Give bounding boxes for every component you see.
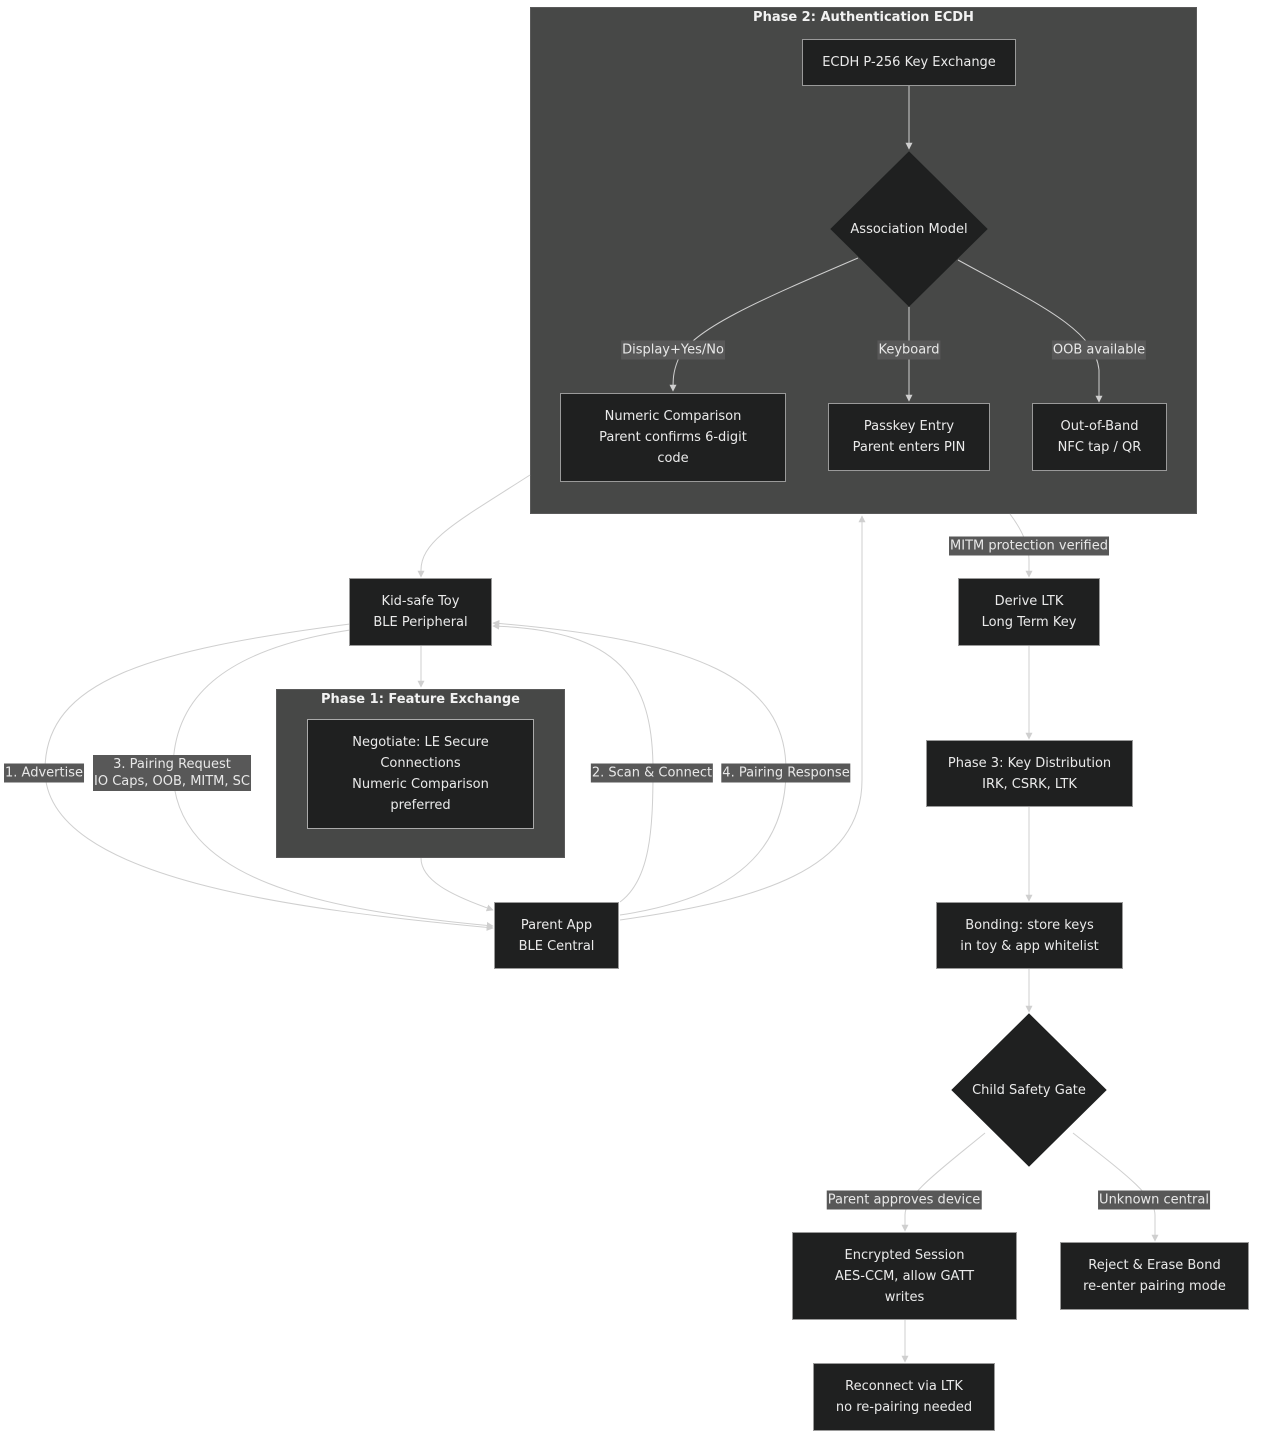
edge-label-pairing-request-line-1: 3. Pairing Request bbox=[113, 757, 231, 772]
edge-label-pairing-request-line-2: IO Caps, OOB, MITM, SC bbox=[94, 774, 250, 789]
cluster-phase1-title: Phase 1: Feature Exchange bbox=[321, 692, 520, 707]
edge-label-mitm: MITM protection verified bbox=[949, 536, 1109, 556]
edge-label-keyboard: Keyboard bbox=[877, 340, 941, 360]
node-oob-line-1: Out-of-Band bbox=[1060, 419, 1139, 434]
child-safety-gate-diamond bbox=[951, 1013, 1107, 1167]
node-passkey-line-2: Parent enters PIN bbox=[852, 440, 966, 455]
node-session-line-3: writes bbox=[884, 1289, 925, 1305]
node-reject-line-2: re-enter pairing mode bbox=[1083, 1279, 1226, 1294]
edge-label-unknown-central: Unknown central bbox=[1098, 1190, 1210, 1210]
edge-label-pairing-response: 4. Pairing Response bbox=[721, 763, 851, 783]
edge-label-mitm-text: MITM protection verified bbox=[950, 538, 1108, 554]
node-negotiate-line-1: Negotiate: LE Secure bbox=[352, 735, 489, 750]
node-association-model-line-1: Association Model bbox=[850, 221, 968, 237]
node-bonding-line-2: in toy & app whitelist bbox=[960, 938, 1099, 954]
edge-assoc-oob bbox=[957, 259, 1103, 403]
node-bonding: Bonding: store keys in toy & app whiteli… bbox=[936, 902, 1123, 969]
node-bonding-line-1: Bonding: store keys bbox=[965, 917, 1094, 933]
node-ltk-line-2: Long Term Key bbox=[981, 615, 1077, 630]
edge-gate-session bbox=[901, 1132, 986, 1232]
node-ltk-line-1: Derive LTK bbox=[994, 594, 1064, 609]
edge-label-display-yes-no: Display+Yes/No bbox=[621, 340, 725, 360]
node-passkey-entry: Passkey Entry Parent enters PIN bbox=[828, 403, 990, 471]
node-ecdh-line-1: ECDH P-256 Key Exchange bbox=[822, 55, 996, 70]
node-toy-line-2: BLE Peripheral bbox=[373, 615, 468, 630]
node-parent-app: Parent App BLE Central bbox=[494, 902, 619, 969]
node-oob-line-2: NFC tap / QR bbox=[1057, 440, 1142, 455]
node-phase3-line-1: Phase 3: Key Distribution bbox=[947, 755, 1112, 771]
edge-label-unknown-central-text: Unknown central bbox=[1099, 1192, 1209, 1208]
node-negotiate: Negotiate: LE Secure Connections Numeric… bbox=[307, 719, 534, 829]
node-out-of-band: Out-of-Band NFC tap / QR bbox=[1032, 403, 1167, 471]
node-association-model: Association Model bbox=[831, 214, 987, 244]
edge-label-pairing-request: 3. Pairing Request IO Caps, OOB, MITM, S… bbox=[93, 755, 251, 791]
node-toy-line-1: Kid-safe Toy bbox=[381, 594, 460, 609]
edge-label-keyboard-text: Keyboard bbox=[878, 342, 940, 358]
node-reconnect-line-1: Reconnect via LTK bbox=[845, 1379, 963, 1394]
node-parent-line-2: BLE Central bbox=[518, 938, 595, 954]
edge-label-oob-available-text: OOB available bbox=[1052, 342, 1146, 358]
edge-label-oob-available: OOB available bbox=[1051, 340, 1147, 360]
node-parent-line-1: Parent App bbox=[520, 917, 593, 933]
edge-label-advertise: 1. Advertise bbox=[4, 763, 84, 783]
node-phase3-line-2: IRK, CSRK, LTK bbox=[982, 776, 1077, 792]
edge-label-pairing-response-text: 4. Pairing Response bbox=[722, 765, 850, 781]
node-numeric-line-2: Parent confirms 6-digit bbox=[599, 430, 747, 445]
edge-label-advertise-text: 1. Advertise bbox=[5, 765, 83, 781]
node-negotiate-line-2: Connections bbox=[380, 756, 461, 771]
edge-parent-phase2 bbox=[619, 515, 866, 921]
cluster-phase2-title: Phase 2: Authentication ECDH bbox=[753, 10, 974, 25]
edge-label-parent-approves-text: Parent approves device bbox=[827, 1192, 981, 1208]
node-reject-erase: Reject & Erase Bond re-enter pairing mod… bbox=[1060, 1242, 1249, 1310]
node-kid-safe-toy: Kid-safe Toy BLE Peripheral bbox=[349, 578, 492, 646]
edge-pairing-response bbox=[492, 620, 787, 916]
node-ecdh-key-exchange: ECDH P-256 Key Exchange bbox=[802, 39, 1016, 86]
edge-scan-connect bbox=[492, 622, 654, 903]
edge-label-display-yes-no-text: Display+Yes/No bbox=[622, 342, 724, 358]
edge-label-scan-connect: 2. Scan & Connect bbox=[590, 763, 714, 783]
node-encrypted-session: Encrypted Session AES-CCM, allow GATT wr… bbox=[792, 1232, 1017, 1320]
node-gate-line-1: Child Safety Gate bbox=[972, 1082, 1086, 1098]
edge-label-scan-connect-text: 2. Scan & Connect bbox=[591, 765, 713, 781]
node-session-line-1: Encrypted Session bbox=[844, 1247, 965, 1263]
node-passkey-line-1: Passkey Entry bbox=[863, 419, 955, 434]
node-reject-line-1: Reject & Erase Bond bbox=[1088, 1258, 1221, 1273]
node-negotiate-line-3: Numeric Comparison bbox=[352, 777, 489, 792]
node-child-safety-gate: Child Safety Gate bbox=[952, 1075, 1106, 1105]
edge-phase2-toy bbox=[417, 474, 531, 578]
association-model-diamond bbox=[830, 151, 988, 307]
edge-phase1-parent bbox=[420, 857, 494, 912]
node-negotiate-line-4: preferred bbox=[390, 798, 451, 813]
node-numeric-line-1: Numeric Comparison bbox=[604, 409, 742, 424]
edge-label-parent-approves: Parent approves device bbox=[826, 1190, 982, 1210]
node-numeric-line-3: code bbox=[657, 451, 689, 466]
node-numeric-comparison: Numeric Comparison Parent confirms 6-dig… bbox=[560, 393, 786, 482]
node-reconnect-line-2: no re-pairing needed bbox=[835, 1400, 973, 1415]
node-session-line-2: AES-CCM, allow GATT bbox=[834, 1268, 975, 1284]
edge-assoc-numeric bbox=[669, 257, 859, 392]
node-reconnect-ltk: Reconnect via LTK no re-pairing needed bbox=[813, 1363, 995, 1431]
node-phase3-key-distribution: Phase 3: Key Distribution IRK, CSRK, LTK bbox=[926, 740, 1133, 807]
edge-gate-reject bbox=[1072, 1132, 1159, 1242]
node-derive-ltk: Derive LTK Long Term Key bbox=[958, 578, 1100, 646]
